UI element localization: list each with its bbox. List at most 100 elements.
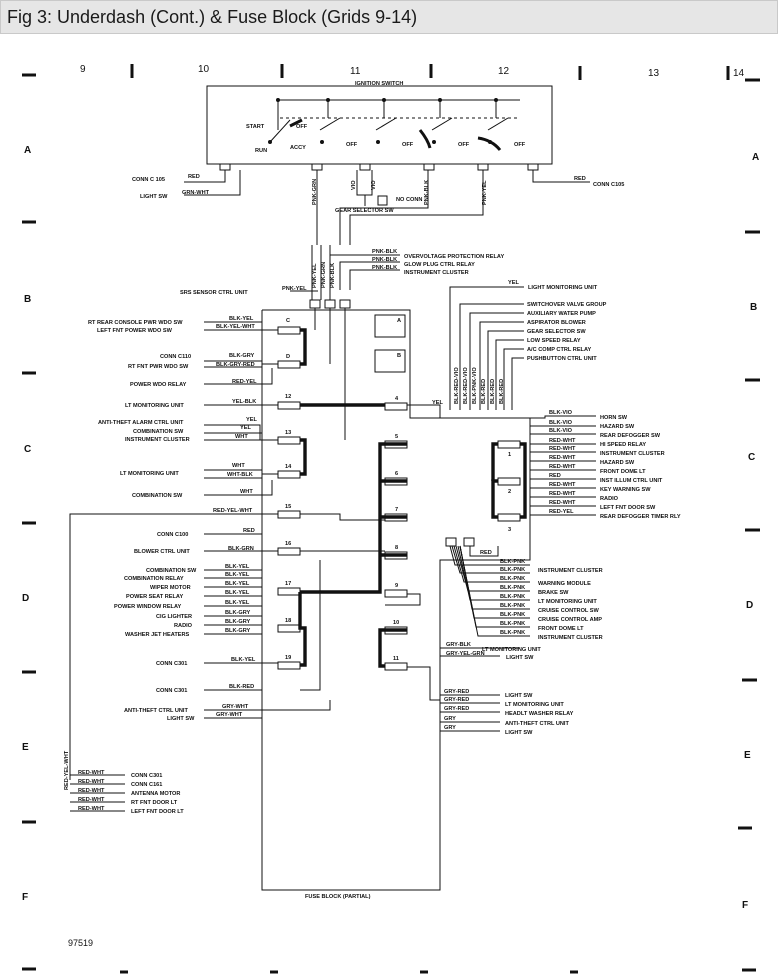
blk-yel-wht: BLK-YEL-WHT: [216, 324, 255, 330]
internal-wires: [262, 308, 441, 711]
instrument-cluster-1: INSTRUMENT CLUSTER: [125, 437, 190, 443]
grid-row-f-right: F: [742, 900, 748, 911]
left-fuses: C D 12 13 14 15 16 17 18 19: [277, 318, 301, 670]
gry-wht-b: GRY-WHT: [216, 712, 243, 718]
vert-pnk-blk: PNK-BLK: [330, 263, 336, 288]
rd-label-2: WARNING MODULE: [538, 581, 591, 587]
lmu-wire: [449, 286, 524, 410]
bus-bars: [298, 328, 527, 668]
wiring-diagram: 9 10 11 12 13 14 A B C D E F A B C D E: [22, 64, 760, 974]
vio-2: VIO: [371, 180, 377, 190]
rc-wire-8: RED: [549, 473, 561, 479]
grid-row-b-left: B: [24, 294, 31, 305]
rd-wire-7: BLK-PNK: [500, 612, 525, 618]
rd-wire-8: BLK-PNK: [500, 621, 525, 627]
lt-monitoring-d: LT MONITORING UNIT: [482, 647, 541, 653]
red-left: RED: [188, 174, 200, 180]
rc-wire-9: RED-WHT: [549, 482, 576, 488]
bl-wire-2: RED-WHT: [78, 779, 105, 785]
pnk-grn-top: PNK-GRN: [312, 179, 318, 205]
rd-label-4: LT MONITORING UNIT: [538, 599, 597, 605]
rc-label-4: HI SPEED RELAY: [600, 442, 646, 448]
rc-label-7: FRONT DOME LT: [600, 469, 646, 475]
fuse-block-label: FUSE BLOCK (PARTIAL): [305, 894, 371, 900]
yel-lmu: YEL: [508, 280, 519, 286]
no-conn: NO CONN: [396, 197, 422, 203]
grid-row-b-right: B: [750, 302, 757, 313]
rc-wire-11: RED-WHT: [549, 500, 576, 506]
grid-col-14: 14: [733, 68, 745, 79]
bottom-left-wires: [70, 774, 125, 812]
fuse-B: B: [397, 353, 401, 359]
g17-wire-5: BLK-YEL: [225, 600, 250, 606]
blk-red: BLK-RED: [229, 684, 254, 690]
bl-wire-4: RED-WHT: [78, 797, 105, 803]
right-c-wires: [530, 415, 596, 516]
wht-blk: WHT-BLK: [227, 472, 253, 478]
srs-pnk-yel: PNK-YEL: [282, 286, 307, 292]
g17-wire-4: BLK-YEL: [225, 590, 250, 596]
pnk-yel-top: PNK-YEL: [482, 180, 488, 205]
re-wire-3: GRY-RED: [444, 706, 469, 712]
rt-top-6: A/C COMP CTRL RELAY: [527, 347, 592, 353]
rc-label-2: HAZARD SW: [600, 424, 635, 430]
rc-label-3: REAR DEFOGGER SW: [600, 433, 661, 439]
ignition-switch: IGNITION SWITCH START RUN ACCY OFF OFF O…: [206, 81, 553, 165]
left-wires: [69, 321, 278, 780]
g17-label-3: WIPER MOTOR: [150, 585, 191, 591]
fuse-A: A: [397, 318, 401, 324]
rt-vert-4: BLK-RED: [481, 379, 487, 404]
light-sw-left: LIGHT SW: [167, 716, 195, 722]
conn-c105-right: CONN C105: [593, 182, 624, 188]
rt-vert-1: BLK-RED-VIO: [454, 367, 460, 404]
rd-wire-3: BLK-PNK: [500, 576, 525, 582]
rt-list-wires: [459, 303, 524, 410]
g17-wire-7: BLK-GRY: [225, 619, 251, 625]
grid-row-f-left: F: [22, 892, 28, 903]
wht-a: WHT: [235, 434, 248, 440]
rd-wire-6: BLK-PNK: [500, 603, 525, 609]
fuse-15: 15: [285, 504, 291, 510]
conn-c301-2: CONN C301: [156, 688, 187, 694]
right-d-wires: [440, 545, 530, 657]
red-junction-label: RED: [480, 550, 492, 556]
grid-row-d-left: D: [22, 593, 29, 604]
fuse-block-frame: [261, 309, 531, 891]
grid-row-e-left: E: [22, 742, 29, 753]
g17-label-1: COMBINATION SW: [146, 568, 197, 574]
pos-accy: ACCY: [290, 145, 306, 151]
rc-label-10: RADIO: [600, 496, 619, 502]
fuse-7: 7: [395, 507, 398, 513]
pos-start: START: [246, 124, 265, 130]
light-sw-d: LIGHT SW: [506, 655, 534, 661]
bl-label-3: ANTENNA MOTOR: [131, 791, 180, 797]
re-label-5: LIGHT SW: [505, 730, 533, 736]
blk-yel-1: BLK-YEL: [229, 316, 254, 322]
ignition-switch-title: IGNITION SWITCH: [355, 81, 403, 87]
red-yel-1: RED-YEL: [232, 379, 257, 385]
re-label-1: LIGHT SW: [505, 693, 533, 699]
fuse-C: C: [286, 318, 290, 324]
g17-label-5: POWER WINDOW RELAY: [114, 604, 181, 610]
rt-vert-2: BLK-RED-VIO: [463, 367, 469, 404]
g17-label-6: CIG LIGHTER: [156, 614, 192, 620]
top-wires: [184, 170, 590, 245]
rc-wire-2: BLK-VIO: [549, 420, 573, 426]
bl-label-4: RT FNT DOOR LT: [131, 800, 178, 806]
yel-blk: YEL-BLK: [232, 399, 256, 405]
blk-gry-red: BLK-GRY-RED: [216, 362, 255, 368]
fuse-17: 17: [285, 581, 291, 587]
left-fnt-pwr: LEFT FNT POWER WDO SW: [97, 328, 173, 334]
blk-yel-c301: BLK-YEL: [231, 657, 256, 663]
vert-pnk-grn: PNK-GRN: [321, 262, 327, 288]
rc-label-9: KEY WARNING SW: [600, 487, 651, 493]
rc-label-6: HAZARD SW: [600, 460, 635, 466]
pos-off-4: OFF: [458, 142, 470, 148]
rc-label-5: INSTRUMENT CLUSTER: [600, 451, 665, 457]
rd-label-5: CRUISE CONTROL SW: [538, 608, 600, 614]
red-junction: [445, 537, 499, 557]
fuse-2: 2: [508, 489, 511, 495]
g17-wire-3: BLK-YEL: [225, 581, 250, 587]
fuse-18: 18: [285, 618, 291, 624]
rt-top-5: LOW SPEED RELAY: [527, 338, 581, 344]
